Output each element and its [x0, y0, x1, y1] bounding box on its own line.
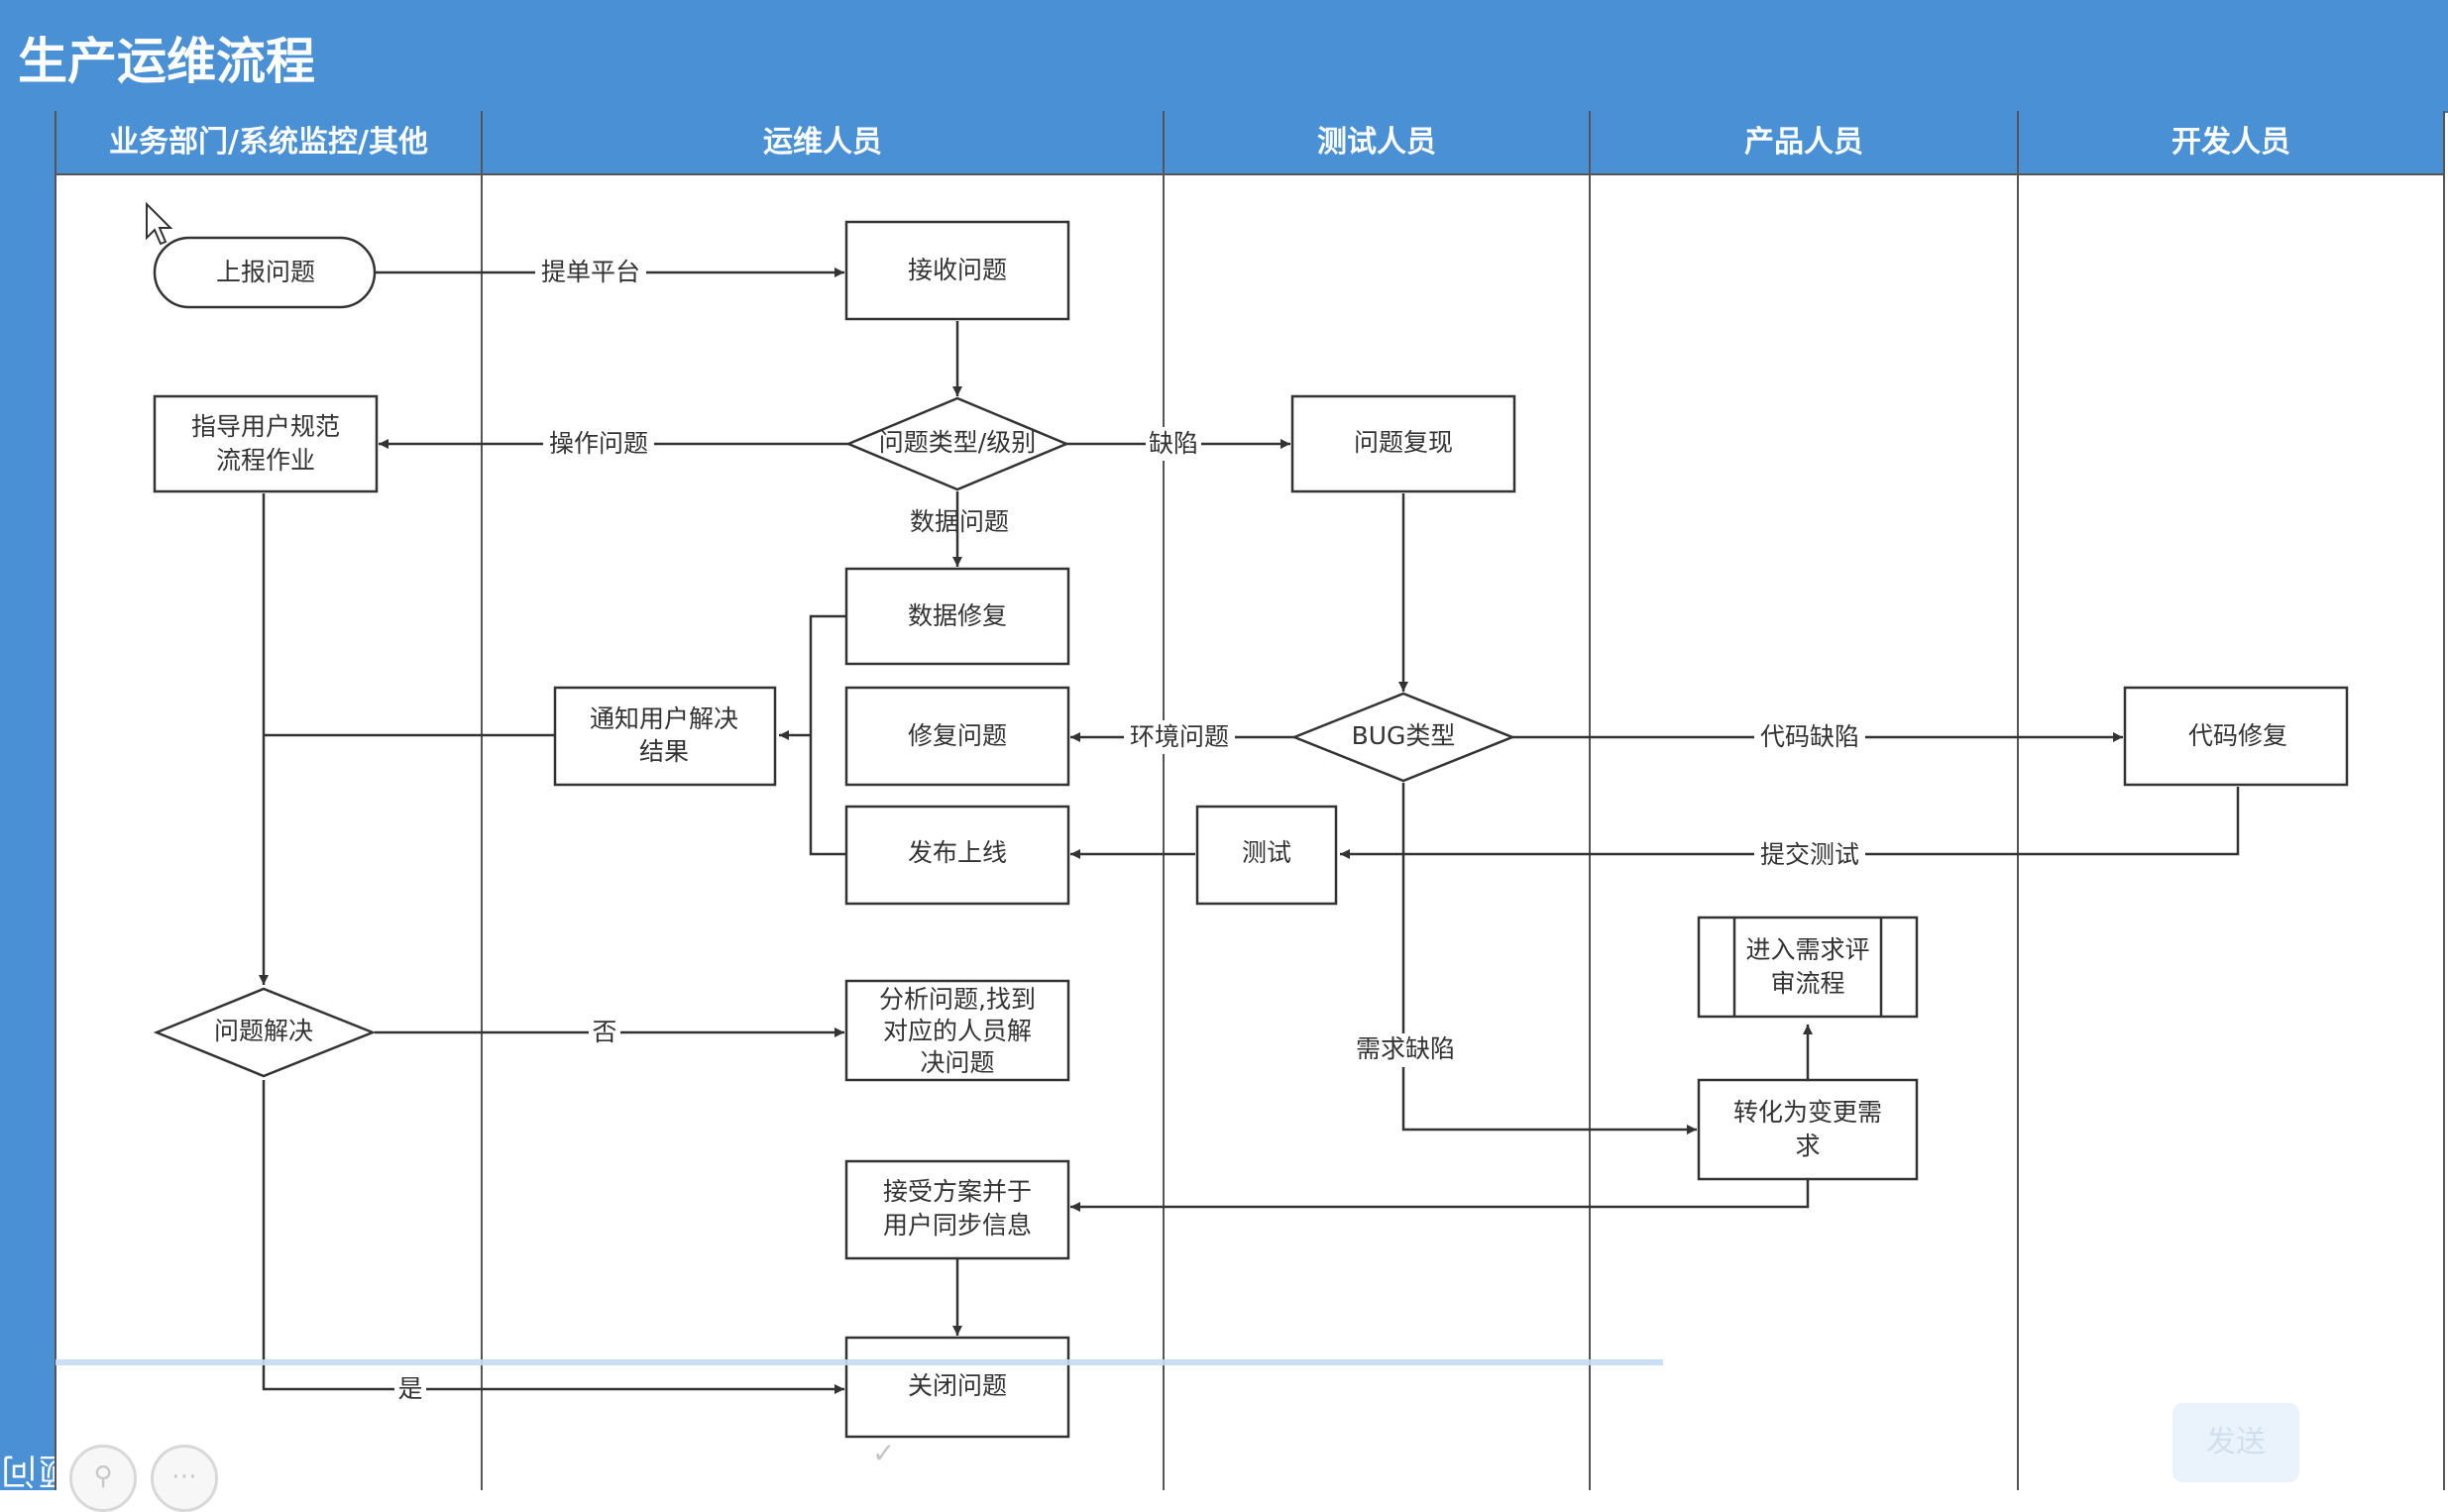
- edge-change-accept: [1070, 1179, 1810, 1212]
- node-release-label: 发布上线: [908, 838, 1007, 867]
- node-accept-label-1: 接受方案并于: [883, 1177, 1032, 1206]
- nodes: [153, 220, 2349, 1439]
- page-title: 生产运维流程: [18, 33, 315, 90]
- node-receive-label: 接收问题: [908, 256, 1007, 284]
- node-datafix-label: 数据修复: [908, 601, 1007, 630]
- node-fix-shape: [844, 686, 1070, 787]
- lane-header-ops: 运维人员: [763, 125, 882, 160]
- side-strip: 问题处理: [0, 111, 156, 1490]
- node-report-shape: [153, 236, 377, 309]
- node-guide-shape: [153, 394, 379, 493]
- node-resolved-shape: [153, 987, 377, 1078]
- node-report-label: 上报问题: [216, 258, 315, 286]
- node-fix-label: 修复问题: [908, 721, 1007, 750]
- node-type-decision-label: 问题类型/级别: [879, 428, 1036, 457]
- lane-dividers: [55, 111, 2445, 1490]
- edge-label-req-defect: 需求缺陷: [1356, 1034, 1455, 1063]
- node-reproduce-label: 问题复现: [1354, 428, 1453, 457]
- node-close-label: 关闭问题: [908, 1371, 1007, 1400]
- edge-label-defect: 缺陷: [1149, 429, 1198, 458]
- node-receive-shape: [844, 220, 1070, 321]
- overlay-progress-line: [56, 1359, 1663, 1365]
- check-icon: ✓: [872, 1437, 896, 1469]
- lane-header-business: 业务部门/系统监控/其他: [109, 125, 428, 160]
- node-review-label-1: 进入需求评: [1745, 935, 1869, 964]
- edge-bracket-datafix-release: [809, 614, 846, 856]
- node-notify-label-1: 通知用户解决: [590, 704, 738, 733]
- node-guide-label-1: 指导用户规范: [191, 412, 340, 441]
- send-button[interactable]: 发送: [2172, 1403, 2299, 1482]
- edge-resolved-close: [262, 1080, 844, 1394]
- edge-bugtype-change: [1401, 783, 1697, 1134]
- node-release-shape: [844, 805, 1070, 906]
- edge-labels: 提单平台 操作问题 缺陷 数据问题 环境问题 代码缺陷 提交测试 需求缺陷 否 …: [394, 256, 1865, 1406]
- edge-label-env-issue: 环境问题: [1130, 722, 1229, 751]
- node-type-decision-shape: [844, 396, 1070, 491]
- edge-label-operation: 操作问题: [549, 429, 648, 458]
- node-analyze-label-1: 分析问题,找到: [879, 985, 1036, 1014]
- node-guide-label-2: 流程作业: [216, 446, 315, 475]
- node-labels: 上报问题 接收问题 指导用户规范 流程作业 问题类型/级别 问题复现 数据修复 …: [191, 256, 2287, 1400]
- lane-header-product: 产品人员: [1744, 125, 1863, 160]
- node-codefix-shape: [2123, 686, 2349, 787]
- node-analyze-shape: [844, 979, 1070, 1082]
- mouse-pointer-icon: [146, 202, 173, 246]
- node-close-shape: [844, 1336, 1070, 1439]
- node-resolved-label: 问题解决: [214, 1017, 313, 1045]
- node-change-label-1: 转化为变更需: [1733, 1098, 1882, 1127]
- lane-header-dev: 开发人员: [2171, 125, 2290, 160]
- node-review-label-2: 审流程: [1770, 969, 1844, 998]
- node-codefix-label: 代码修复: [2188, 721, 2287, 750]
- node-change-label-2: 求: [1795, 1132, 1820, 1160]
- edge-label-code-defect: 代码缺陷: [1760, 722, 1859, 751]
- more-icon: ⋯: [171, 1461, 197, 1491]
- search-icon: ⚲: [93, 1461, 113, 1491]
- edge-codefix-test: [1340, 787, 2240, 859]
- node-bugtype-shape: [1290, 692, 1516, 783]
- lane-header-test: 测试人员: [1317, 125, 1436, 160]
- node-reproduce-shape: [1290, 394, 1516, 493]
- title-bar: 生产运维流程: [0, 0, 2448, 113]
- edge-label-data-issue: 数据问题: [910, 507, 1009, 536]
- node-accept-shape: [844, 1159, 1070, 1260]
- node-test-shape: [1195, 805, 1338, 906]
- edge-label-submit-test: 提交测试: [1760, 840, 1859, 869]
- more-button[interactable]: ⋯: [151, 1445, 218, 1512]
- node-analyze-label-2: 对应的人员解: [883, 1017, 1032, 1045]
- edge-label-no: 否: [592, 1018, 616, 1046]
- node-review-shape: [1697, 916, 1919, 1019]
- node-bugtype-label: BUG类型: [1352, 721, 1456, 750]
- search-button[interactable]: ⚲: [69, 1445, 137, 1512]
- node-analyze-label-3: 决问题: [920, 1048, 994, 1077]
- node-notify-shape: [553, 686, 777, 787]
- node-test-label: 测试: [1242, 838, 1291, 867]
- node-datafix-shape: [844, 567, 1070, 666]
- node-notify-label-2: 结果: [639, 737, 689, 766]
- edge-label-yes: 是: [397, 1374, 422, 1403]
- edge-label-platform: 提单平台: [541, 258, 640, 286]
- node-accept-label-2: 用户同步信息: [883, 1211, 1032, 1240]
- lane-header: 业务部门/系统监控/其他 运维人员 测试人员 产品人员 开发人员: [56, 111, 2444, 174]
- node-change-shape: [1697, 1078, 1919, 1181]
